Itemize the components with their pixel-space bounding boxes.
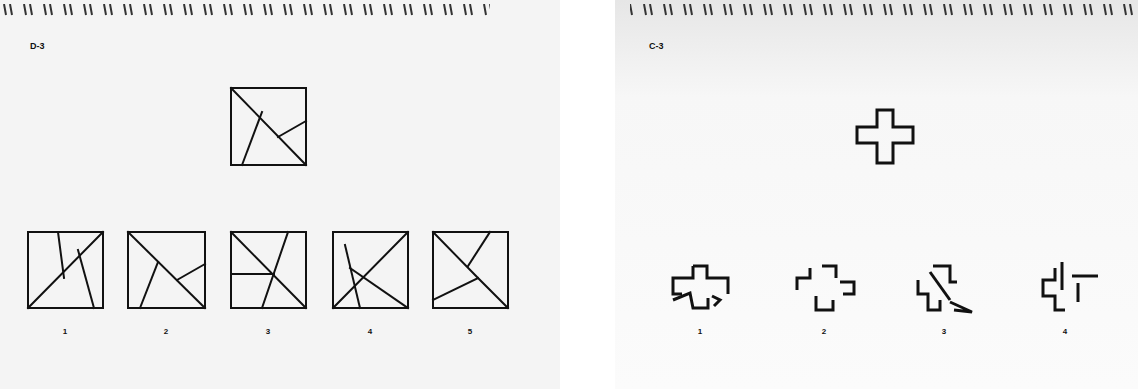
matrix-figures xyxy=(28,88,508,308)
option-number: 3 xyxy=(942,328,946,336)
plate-code: C-3 xyxy=(649,42,664,51)
option-number: 3 xyxy=(266,328,270,336)
option-number: 2 xyxy=(164,328,168,336)
spiral-binding xyxy=(0,4,490,20)
option-number: 1 xyxy=(63,328,67,336)
plate-code: D-3 xyxy=(30,42,45,51)
spiral-binding xyxy=(630,4,1135,20)
option-number: 4 xyxy=(1063,328,1067,336)
option-number: 4 xyxy=(368,328,372,336)
right-page xyxy=(615,0,1138,389)
cross-figures xyxy=(673,110,1098,312)
option-number: 2 xyxy=(822,328,826,336)
option-number: 5 xyxy=(468,328,472,336)
option-number: 1 xyxy=(698,328,702,336)
left-page xyxy=(0,0,560,389)
